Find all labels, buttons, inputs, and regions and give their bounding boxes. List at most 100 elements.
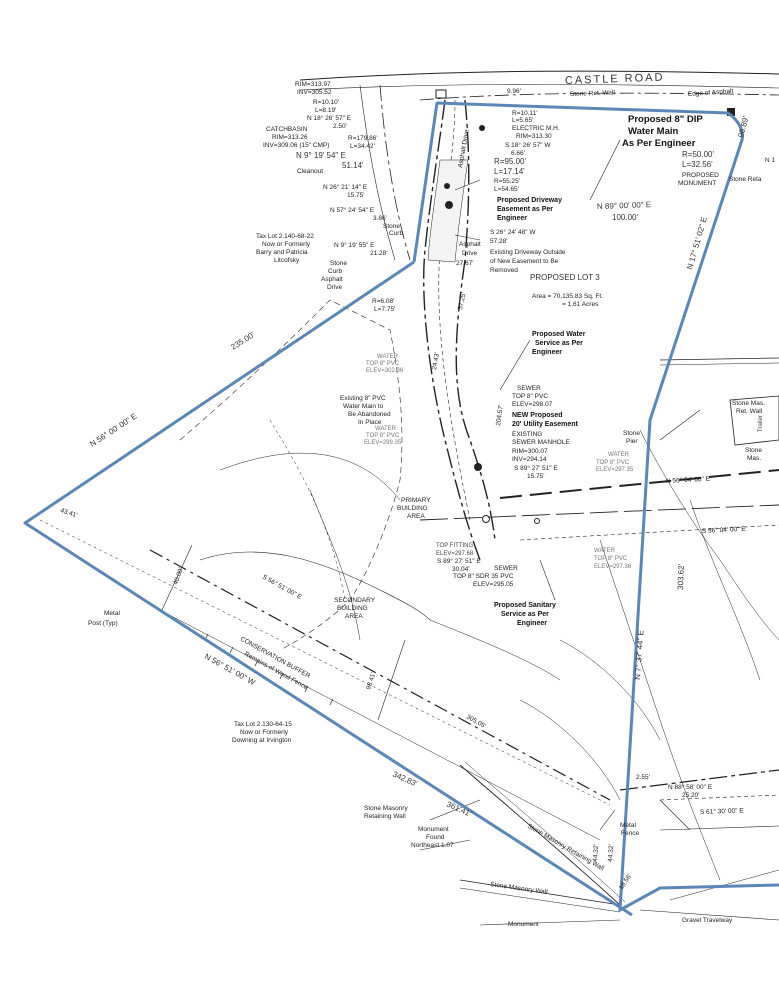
- south-boundary-annotations: Metal Post (Typ) CONSERVATION BUFFER Rem…: [88, 610, 605, 928]
- label-utilities-w2b: TOP 8" PVC: [366, 433, 400, 439]
- label-east-side-b4: N 88° 58' 00" E: [668, 783, 713, 791]
- label-east-side-d44: 44.32': [592, 844, 600, 862]
- label-left-owner-r: R=6.08': [372, 298, 394, 305]
- label-water-service-c: Engineer: [532, 349, 562, 356]
- label-utilities-mhb: S 89° 27' 51" E: [514, 464, 558, 472]
- label-top-labels-b6: S 18° 26' 57" W: [505, 141, 551, 149]
- label-top-labels-b1: N 18° 26' 57" E: [307, 114, 352, 122]
- label-utilities-w4a: WATER: [594, 548, 616, 554]
- monument-annotations: R=50.00' L=32.56' PROPOSED MONUMENT 96.8…: [678, 115, 776, 187]
- label-utilities-mh3: RIM=300.07: [512, 448, 548, 455]
- label-utilities-ex1: Existing 8" PVC: [340, 395, 386, 402]
- utility-points: [435, 89, 735, 524]
- label-top-labels-l2: L=34.42': [350, 143, 375, 150]
- label-driveway-x3: Removed: [490, 267, 518, 274]
- label-east-side-sm1: Stone Mas.: [732, 400, 765, 407]
- road-name: CASTLE ROAD: [565, 72, 665, 87]
- fitting-marker: [482, 515, 490, 523]
- label-top-labels-r1: R=10.10': [313, 99, 339, 106]
- label-east-side-d255: 2.55': [636, 774, 650, 781]
- label-top-labels-stone-wall: Stone Ret. Wall: [570, 89, 616, 98]
- label-top-labels-d5: 21.28': [370, 250, 388, 257]
- label-top-labels-r4: R=95.00': [494, 157, 526, 166]
- label-left-owner-a: Tax Lot 2.140-68-22: [256, 233, 314, 240]
- label-top-labels-b3: N 26° 21' 14" E: [323, 183, 368, 191]
- label-east-side-d18: 18.56': [618, 873, 634, 891]
- label-top-labels-r5: R=55.25': [494, 178, 520, 185]
- label-top-labels-l1: L=8.19': [315, 107, 336, 114]
- label-utilities-ex2: Water Main to: [343, 403, 384, 410]
- top-left-annotations: RIM=313.97 INV=305.52 R=10.10' L=8.19' N…: [263, 81, 734, 257]
- label-utilities-w2c: ELEV=299.35: [364, 440, 402, 446]
- driveway-annotations: Proposed Driveway Easement as Per Engine…: [456, 197, 566, 274]
- label-south-mon1: Monument: [418, 826, 449, 833]
- label-east-side-mf1: Metal: [620, 822, 636, 829]
- label-nw-line-short: 43.41': [59, 507, 78, 519]
- label-utilities-san2: Service as Per: [501, 611, 549, 618]
- building-areas: PRIMARY BUILDING AREA SECONDARY BUILDING…: [172, 497, 487, 730]
- label-utilities-sew2b: TOP 8" SDR 35 PVC: [453, 573, 514, 580]
- label-east-side-b5: S 61° 30' 00" E: [700, 806, 745, 816]
- catch-basin-marker: [435, 89, 447, 99]
- label-east-side-sm2: Ret. Wall: [736, 408, 763, 415]
- label-left-owner-c: Barry and Patricia: [256, 249, 308, 256]
- label-nw-line-dist: 235.00': [229, 330, 256, 352]
- label-left-owner-d: Litcofsky: [274, 257, 300, 264]
- label-lot-area2: = 1.61 Acres: [562, 301, 599, 308]
- label-utilities-mh4: INV=294.14: [512, 456, 547, 463]
- label-water-main-l2: Water Main: [628, 126, 679, 137]
- proposed-monument-marker: [727, 108, 735, 116]
- label-utilities-san3: Engineer: [517, 620, 547, 627]
- label-top-labels-edge-asphalt: Edge of Asphalt: [688, 88, 734, 98]
- label-utilities-fitb: S 89° 27' 51" E: [437, 557, 481, 565]
- label-south-monu: Monument: [508, 921, 539, 928]
- label-utilities-fitd: 30.04': [452, 566, 470, 573]
- label-utilities-w4c: ELEV=297.36: [594, 564, 632, 570]
- label-top-labels-manhole-rim: RIM=313.97: [295, 81, 331, 88]
- label-left-owner-l: L=7.75': [374, 306, 395, 313]
- water-service-callout: Proposed Water Service as Per Engineer: [532, 331, 586, 356]
- label-east-side-b1: N 56° 04' 00" E: [666, 475, 711, 485]
- label-utilities-mhd: 15.75': [527, 473, 545, 480]
- label-east-side-trailer: Trailer: [758, 415, 764, 432]
- label-areas-d40: 40.00': [172, 567, 185, 586]
- label-top-labels-l5: L=54.65': [494, 186, 519, 193]
- label-east-side-d303: 303.62': [676, 563, 686, 590]
- label-utilities-w3b: TOP 8" PVC: [596, 460, 630, 466]
- label-top-labels-cleanout: Cleanout: [297, 168, 323, 175]
- water-valve-marker-2: [444, 183, 450, 189]
- label-top-labels-stone-curb: Stone: [383, 223, 400, 230]
- label-south-t1: Tax Lot 2.130-64-15: [234, 721, 292, 728]
- label-top-labels-elec: ELECTRIC M.H.: [512, 125, 560, 132]
- lot-name: PROPOSED LOT 3: [530, 273, 600, 282]
- label-utilities-w4b: TOP 8" PVC: [594, 556, 628, 562]
- label-utilities-w1a: WATER: [377, 354, 399, 360]
- label-water-service-b: Service as Per: [535, 340, 583, 347]
- label-water-service-a: Proposed Water: [532, 331, 586, 338]
- left-owner-annotations: Tax Lot 2.140-68-22 Now or Formerly Barr…: [256, 233, 395, 313]
- label-top-labels-d3: 15.75': [347, 192, 365, 199]
- label-monument-cut: N 1: [765, 157, 776, 164]
- label-top-labels-l3: L=5.65': [512, 117, 533, 124]
- cleanout-marker: [534, 518, 540, 524]
- label-utilities-sew1b: TOP 8" PVC: [512, 393, 548, 400]
- label-water-main-l3: As Per Engineer: [622, 138, 696, 149]
- label-areas-p1: PRIMARY: [401, 497, 431, 504]
- label-driveway-ad2: Drive: [462, 250, 478, 257]
- label-monument-r: R=50.00': [682, 150, 714, 159]
- label-utilities-ue2: 20' Utility Easement: [512, 421, 579, 428]
- property-boundary: [23, 101, 779, 917]
- label-nw-line-bearing: N 56° 00' 00" E: [88, 412, 138, 449]
- label-east-side-sp2: Pier: [626, 438, 638, 445]
- water-main-callout: Proposed 8" DIP Water Main As Per Engine…: [622, 114, 703, 149]
- utility-labels: WATER TOP 8" PVC ELEV=302.36 Existing 8"…: [340, 292, 634, 627]
- label-top-labels-r3: R=10.11': [512, 110, 538, 117]
- label-east-side-gravel: Gravel Travelway: [682, 917, 733, 924]
- label-top-labels-catch-inv: INV=309.06 (15" CMP): [263, 142, 329, 149]
- label-driveway-e2: Easement as Per: [497, 206, 553, 213]
- label-utilities-mh1: EXISTING: [512, 431, 542, 438]
- label-top-labels-b5: N 9° 19' 55" E: [334, 241, 375, 249]
- label-driveway-b: S 26° 24' 48" W: [490, 228, 536, 236]
- label-top-labels-manhole-inv: INV=305.52: [297, 89, 332, 96]
- label-east-side-sp1: Stone: [623, 430, 640, 437]
